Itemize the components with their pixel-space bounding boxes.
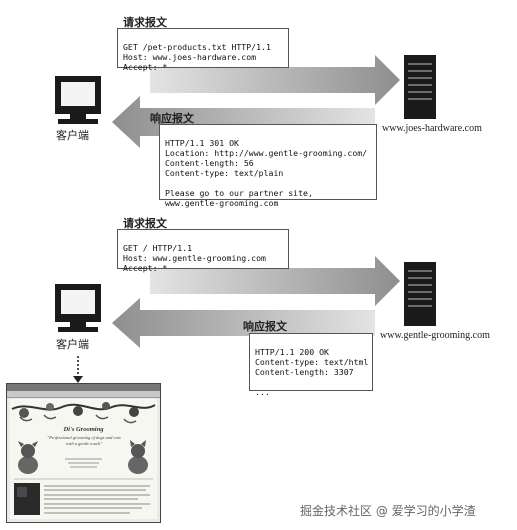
server-host-label-2: www.gentle-grooming.com <box>380 330 490 341</box>
site-tagline: "Professional grooming of dogs and cats … <box>47 435 121 446</box>
client-label-1: 客户端 <box>56 129 89 142</box>
request-line: GET / HTTP/1.1 <box>123 243 193 253</box>
request-header-host: Host: www.gentle-grooming.com <box>123 253 266 263</box>
body-line-2: www.gentle-grooming.com <box>165 198 279 208</box>
server-host-label-1: www.joes-hardware.com <box>382 123 482 134</box>
header-content-length: Content-length: 3307 <box>255 367 354 377</box>
browser-window: Di's Grooming "Professional grooming of … <box>6 383 161 523</box>
header-location: Location: http://www.gentle-grooming.com… <box>165 148 368 158</box>
request-header-host: Host: www.joes-hardware.com <box>123 52 257 62</box>
blank-line <box>255 377 367 387</box>
header-content-length: Content-length: 56 <box>165 158 254 168</box>
server-icon-1 <box>404 55 436 119</box>
request-header-accept: Accept: * <box>123 62 168 72</box>
browser-title-bar <box>7 384 160 391</box>
client-computer-icon-2 <box>55 284 101 332</box>
client-computer-icon-1 <box>55 76 101 124</box>
status-line: HTTP/1.1 200 OK <box>255 347 329 357</box>
site-title: Di's Grooming <box>63 426 104 433</box>
request-header-accept: Accept: * <box>123 263 168 273</box>
dog-icon <box>18 441 38 474</box>
grooming-page-art <box>11 402 156 515</box>
client-label-2: 客户端 <box>56 338 89 351</box>
blank-line <box>165 178 371 188</box>
response-label-1: 响应报文 <box>150 112 194 125</box>
request-label-1: 请求报文 <box>123 16 167 29</box>
browser-page-content: Di's Grooming "Professional grooming of … <box>10 399 157 519</box>
cat-icon <box>128 440 148 474</box>
watermark: 掘金技术社区 @ 爱学习的小学渣 <box>300 504 476 518</box>
body-ellipsis: ... <box>255 387 270 397</box>
header-content-type: Content-type: text/html <box>255 357 369 367</box>
server-icon-2 <box>404 262 436 326</box>
request-label-2: 请求报文 <box>123 217 167 230</box>
render-dotted-arrow <box>73 356 83 383</box>
request-line: GET /pet-products.txt HTTP/1.1 <box>123 42 271 52</box>
header-content-type: Content-type: text/plain <box>165 168 284 178</box>
browser-toolbar <box>7 391 160 398</box>
body-line-1: Please go to our partner site, <box>165 188 313 198</box>
response-label-2: 响应报文 <box>243 320 287 333</box>
status-line: HTTP/1.1 301 OK <box>165 138 239 148</box>
